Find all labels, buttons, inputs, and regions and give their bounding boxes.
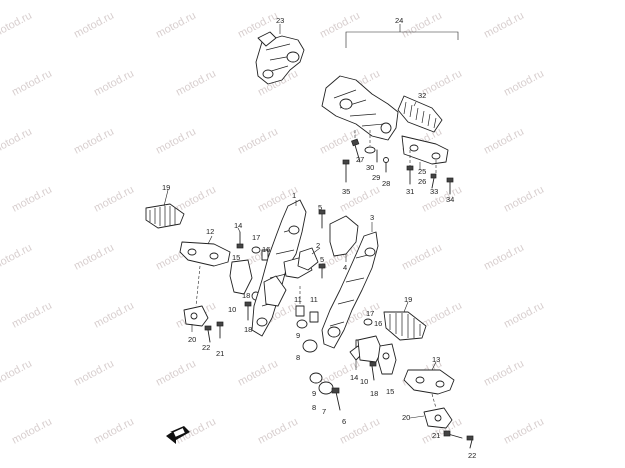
- bolts-21-22-right: [443, 430, 474, 449]
- plate-4: [329, 215, 359, 257]
- callout-32: 32: [418, 91, 426, 100]
- callout-30: 30: [366, 163, 374, 172]
- bracket-23: [255, 31, 305, 85]
- callout-8a: 8: [296, 353, 300, 362]
- callout-11a: 11: [294, 295, 302, 304]
- spacers-11: [295, 286, 319, 323]
- callout-25: 25: [418, 167, 426, 176]
- callout-1: 1: [292, 191, 296, 200]
- assembly-bracket-24: [345, 31, 459, 48]
- callout-21b: 21: [432, 431, 440, 440]
- callout-10b: 10: [360, 377, 368, 386]
- footpeg-12: [179, 241, 231, 267]
- callout-14b: 14: [350, 373, 358, 382]
- callout-18a: 18: [242, 291, 250, 300]
- pivot-20-right: [423, 407, 453, 429]
- footpeg-rubber-32: [397, 95, 443, 133]
- callout-19b: 19: [404, 295, 412, 304]
- spring-pins-left: [229, 231, 269, 321]
- callout-28: 28: [382, 179, 390, 188]
- bolts-21-22-left: [204, 321, 224, 343]
- callout-22a: 22: [202, 343, 210, 352]
- bolts-upper: [342, 138, 454, 195]
- bolts-5: [318, 209, 326, 279]
- callout-18b: 18: [244, 325, 252, 334]
- link-2: [297, 247, 319, 271]
- callout-12: 12: [206, 227, 214, 236]
- callout-14a: 14: [234, 221, 242, 230]
- callout-29: 29: [372, 173, 380, 182]
- callout-23: 23: [276, 16, 284, 25]
- callout-22b: 22: [468, 451, 476, 460]
- callout-8b: 8: [312, 403, 316, 412]
- callout-33: 33: [430, 187, 438, 196]
- callout-4: 4: [343, 263, 347, 272]
- rear-footrest-bracket: [321, 75, 399, 141]
- callout-10a: 10: [228, 305, 236, 314]
- callout-34: 34: [446, 195, 454, 204]
- footpeg-rubber-19-left: [145, 203, 185, 229]
- callout-31: 31: [406, 187, 414, 196]
- callout-7: 7: [322, 407, 326, 416]
- dashed-guides-upper: [354, 130, 437, 174]
- leader-lines: [163, 101, 437, 419]
- callout-6: 6: [342, 417, 346, 426]
- callout-35: 35: [342, 187, 350, 196]
- callout-5a: 5: [318, 203, 322, 212]
- callout-16b: 16: [374, 319, 382, 328]
- callout-17b: 17: [366, 309, 374, 318]
- callout-11b: 11: [310, 295, 318, 304]
- callout-5b: 5: [320, 255, 324, 264]
- pivot-20-left: [183, 305, 209, 327]
- callout-9b: 9: [312, 389, 316, 398]
- footrest-bracket-3: [321, 231, 379, 349]
- callout-15b: 15: [386, 387, 394, 396]
- callout-17a: 17: [252, 233, 260, 242]
- footpeg-rubber-19-right: [383, 311, 427, 341]
- front-arrow-icon: [166, 426, 190, 444]
- callout-27: 27: [356, 155, 364, 164]
- callout-26: 26: [418, 177, 426, 186]
- footrest-bracket-1: [251, 199, 313, 337]
- callout-3: 3: [370, 213, 374, 222]
- footpeg-13: [403, 369, 455, 395]
- callout-20b: 20: [402, 413, 410, 422]
- callout-16a: 16: [262, 245, 270, 254]
- callout-15a: 15: [232, 253, 240, 262]
- washers-9-8: [296, 319, 341, 411]
- callout-19a: 19: [162, 183, 170, 192]
- peg-holder-25: [401, 135, 449, 165]
- callout-24: 24: [395, 16, 403, 25]
- spring-pins-right: [349, 318, 397, 381]
- callout-labels: 1 2 3 4 5 5 6 7 8 8 9 9 10 10 11 11 12 1…: [162, 16, 476, 460]
- callout-21a: 21: [216, 349, 224, 358]
- callout-13: 13: [432, 355, 440, 364]
- callout-18c: 18: [370, 389, 378, 398]
- callout-9a: 9: [296, 331, 300, 340]
- callout-2: 2: [316, 241, 320, 250]
- callout-20a: 20: [188, 335, 196, 344]
